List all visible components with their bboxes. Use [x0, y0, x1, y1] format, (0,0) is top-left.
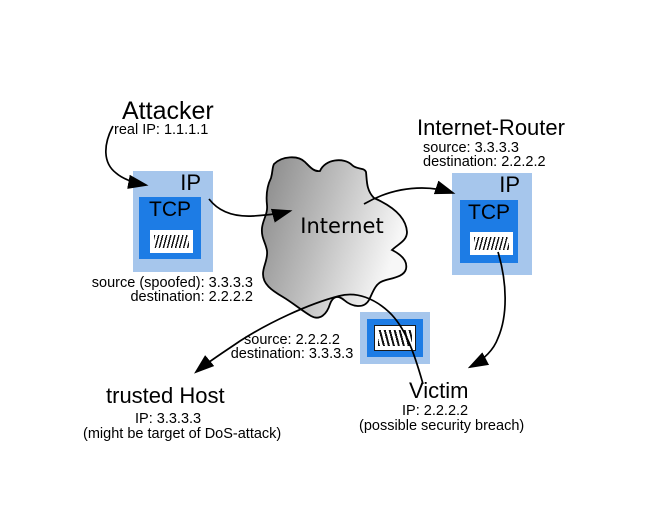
reply-source-line: source: 2.2.2.2	[244, 332, 340, 348]
diagonal-hatch-icon	[474, 237, 509, 250]
router-packet-tcp-label: TCP	[468, 201, 510, 224]
attacker-packet-ip-label: IP	[180, 170, 201, 195]
reply-destination-line: destination: 3.3.3.3	[230, 346, 354, 362]
reply-packet	[360, 312, 430, 364]
attacker-packet-payload	[150, 230, 193, 253]
internet-cloud-label: Internet	[300, 214, 384, 238]
router-packet-payload	[470, 232, 513, 255]
spoofed-source-line: source (spoofed): 3.3.3.3	[91, 275, 253, 291]
spoofed-packet-info: source (spoofed): 3.3.3.3 destination: 2…	[83, 275, 253, 305]
diagonal-hatch-icon	[378, 330, 412, 346]
victim-note: (possible security breach)	[359, 418, 525, 434]
trusted-host-title: trusted Host	[106, 383, 225, 408]
reply-packet-payload	[374, 325, 416, 351]
attacker-packet: IP TCP	[133, 171, 213, 272]
arrow-packet-to-internet	[208, 198, 293, 223]
victim-title: Victim	[409, 378, 469, 403]
attacker-title: Attacker	[122, 97, 214, 125]
router-packet-ip-label: IP	[499, 172, 520, 197]
reply-packet-tcp-box	[367, 319, 423, 357]
reply-packet-info: source: 2.2.2.2 destination: 3.3.3.3	[222, 332, 362, 362]
router-source-line: source: 3.3.3.3	[423, 140, 519, 156]
internet-router-info: source: 3.3.3.3 destination: 2.2.2.2	[423, 140, 546, 170]
attacker-real-ip: real IP: 1.1.1.1	[114, 122, 209, 138]
internet-router-title: Internet-Router	[417, 115, 565, 140]
attacker-packet-tcp-box: TCP	[139, 197, 201, 259]
router-destination-line: destination: 2.2.2.2	[423, 154, 546, 170]
victim-ip: IP: 2.2.2.2	[402, 403, 469, 419]
router-packet: IP TCP	[452, 173, 532, 275]
spoofed-destination-line: destination: 2.2.2.2	[130, 289, 253, 305]
diagonal-hatch-icon	[154, 235, 189, 248]
trusted-host-note: (might be target of DoS-attack)	[83, 426, 282, 442]
attacker-packet-tcp-label: TCP	[149, 198, 191, 221]
trusted-host-ip: IP: 3.3.3.3	[135, 411, 202, 427]
router-packet-tcp-box: TCP	[460, 200, 518, 263]
arrow-internet-to-router	[363, 180, 456, 205]
